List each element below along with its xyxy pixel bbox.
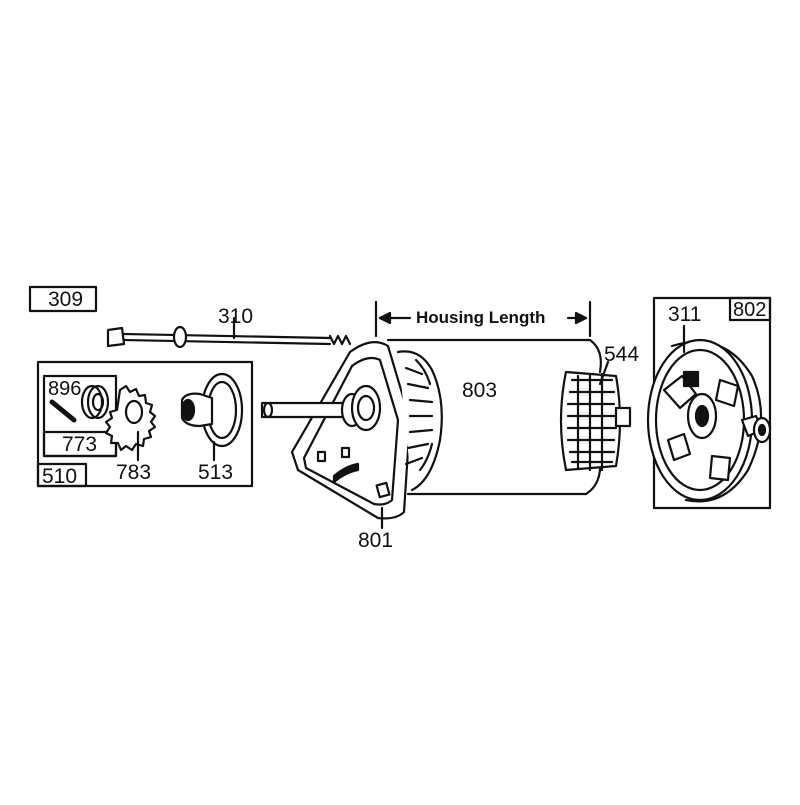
field-coil xyxy=(396,350,443,492)
armature xyxy=(559,360,632,472)
label-783: 783 xyxy=(116,461,152,484)
housing-length-dimension xyxy=(374,300,592,338)
pin-and-clip xyxy=(49,384,110,423)
label-309: 309 xyxy=(48,288,84,311)
label-773: 773 xyxy=(62,433,98,456)
commutator-end-cap xyxy=(646,296,772,510)
label-544: 544 xyxy=(604,343,640,366)
label-310: 310 xyxy=(218,305,254,328)
label-311: 311 xyxy=(668,303,702,326)
label-802: 802 xyxy=(733,299,767,321)
label-801: 801 xyxy=(358,529,394,552)
helix-drive xyxy=(180,372,244,462)
through-bolt xyxy=(106,316,352,349)
label-803: 803 xyxy=(462,379,498,402)
label-housing-length: Housing Length xyxy=(416,308,546,327)
label-510: 510 xyxy=(42,465,78,488)
drive-kit-box xyxy=(36,360,254,488)
drive-end-bracket xyxy=(260,341,412,530)
label-896: 896 xyxy=(48,378,82,400)
pinion-gear xyxy=(104,384,157,462)
kit-309-box xyxy=(28,285,98,313)
label-513: 513 xyxy=(198,461,234,484)
